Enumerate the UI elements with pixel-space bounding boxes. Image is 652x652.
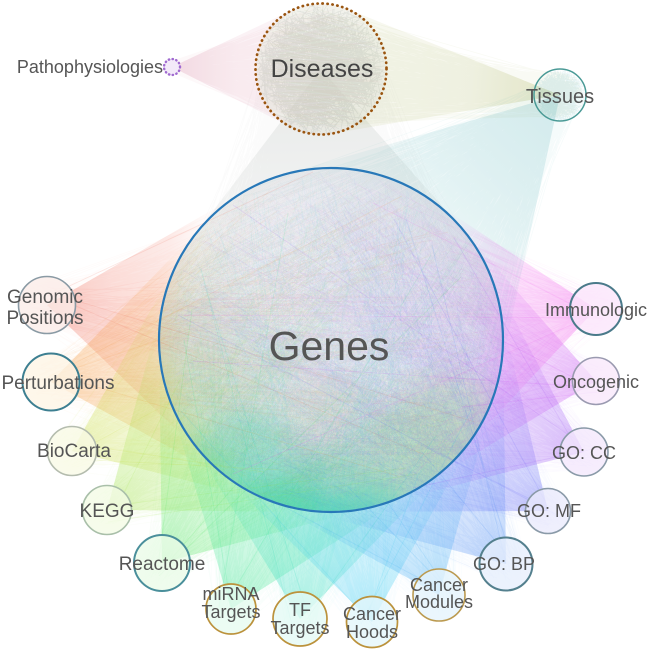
svg-text:Perturbations: Perturbations (1, 373, 114, 394)
svg-text:Immunologic: Immunologic (545, 300, 647, 320)
svg-text:GO: MF: GO: MF (517, 501, 581, 521)
svg-text:Genes: Genes (269, 323, 390, 369)
svg-text:Targets: Targets (201, 602, 260, 622)
svg-text:Positions: Positions (6, 308, 83, 329)
svg-text:Cancer: Cancer (410, 575, 468, 595)
svg-text:Tissues: Tissues (526, 86, 594, 108)
svg-text:BioCarta: BioCarta (37, 441, 111, 462)
svg-text:Cancer: Cancer (343, 604, 401, 624)
svg-text:GO: BP: GO: BP (473, 554, 535, 574)
svg-text:Diseases: Diseases (271, 55, 374, 83)
svg-text:Hoods: Hoods (346, 622, 398, 642)
svg-text:Oncogenic: Oncogenic (553, 372, 639, 392)
svg-text:Modules: Modules (405, 592, 473, 612)
svg-text:Reactome: Reactome (119, 554, 206, 575)
svg-text:miRNA: miRNA (203, 584, 260, 604)
svg-text:KEGG: KEGG (80, 501, 135, 522)
svg-text:GO: CC: GO: CC (552, 443, 616, 463)
svg-text:Pathophysiologies: Pathophysiologies (17, 57, 163, 77)
svg-text:TF: TF (289, 600, 311, 620)
svg-text:Targets: Targets (270, 618, 329, 638)
svg-text:Genomic: Genomic (7, 287, 83, 308)
